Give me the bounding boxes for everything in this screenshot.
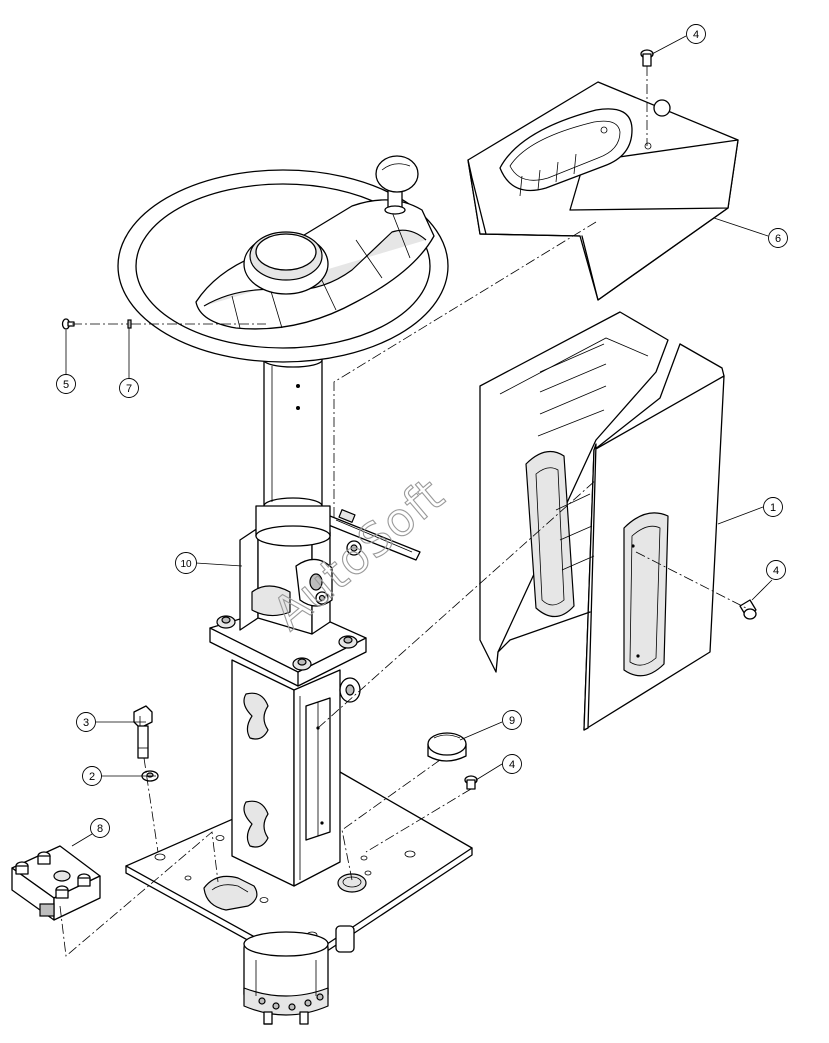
- callout-4-bottom: 4: [502, 754, 522, 774]
- svg-text:1: 1: [770, 502, 776, 514]
- svg-text:6: 6: [775, 233, 781, 245]
- callout-5: 5: [56, 374, 76, 394]
- callout-3: 3: [76, 712, 96, 732]
- steering-column-tube: [231, 659, 361, 887]
- svg-text:10: 10: [180, 559, 192, 570]
- steering-motor: [243, 925, 355, 1025]
- screw-part-4-right: [739, 599, 757, 620]
- screw-part-4-top: [640, 49, 654, 67]
- svg-text:8: 8: [97, 823, 103, 835]
- assembly-centerlines: [59, 66, 747, 957]
- callout-7: 7: [119, 378, 139, 398]
- svg-text:4: 4: [693, 29, 699, 41]
- callout-2: 2: [82, 766, 102, 786]
- callout-1: 1: [763, 497, 783, 517]
- callout-4-top: 4: [686, 24, 706, 44]
- top-cover: [467, 81, 739, 301]
- bolt-part-3: [133, 705, 153, 759]
- svg-text:3: 3: [83, 717, 89, 729]
- callout-4-right: 4: [766, 560, 786, 580]
- callout-8: 8: [90, 818, 110, 838]
- cap-plug-part-9: [427, 732, 467, 762]
- svg-text:2: 2: [89, 771, 95, 783]
- switch-block-part-8: [11, 845, 101, 921]
- svg-text:4: 4: [773, 565, 779, 577]
- steering-shaft: [255, 352, 331, 547]
- steering-wheel: [117, 155, 449, 363]
- svg-text:7: 7: [126, 383, 132, 395]
- pin-part-7: [127, 319, 132, 329]
- screw-part-4-bottom: [464, 775, 478, 790]
- svg-text:5: 5: [63, 379, 69, 391]
- callout-10: 10: [175, 552, 197, 574]
- svg-text:9: 9: [509, 715, 515, 727]
- screw-part-5: [61, 318, 75, 330]
- callout-6: 6: [768, 228, 788, 248]
- callout-9: 9: [502, 710, 522, 730]
- svg-text:4: 4: [509, 759, 515, 771]
- side-cover: [479, 311, 725, 731]
